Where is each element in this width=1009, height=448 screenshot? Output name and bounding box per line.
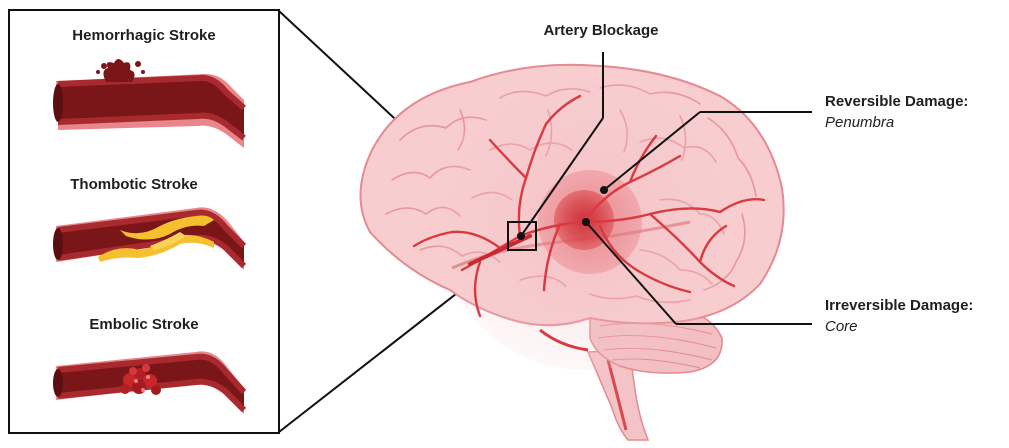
artery-blockage-dot — [517, 232, 525, 240]
core-label: Core — [825, 318, 858, 336]
thrombotic-stroke-title: Thombotic Stroke — [70, 176, 198, 194]
embolic-stroke-title: Embolic Stroke — [89, 316, 198, 334]
artery-blockage-label: Artery Blockage — [543, 22, 658, 40]
reversible-dot — [600, 186, 608, 194]
hemorrhagic-stroke-title: Hemorrhagic Stroke — [72, 27, 215, 45]
irreversible-dot — [582, 218, 590, 226]
irreversible-damage-label: Irreversible Damage: — [825, 297, 973, 315]
reversible-damage-label: Reversible Damage: — [825, 93, 968, 111]
brain-illustration — [360, 65, 783, 440]
penumbra-label: Penumbra — [825, 114, 894, 132]
